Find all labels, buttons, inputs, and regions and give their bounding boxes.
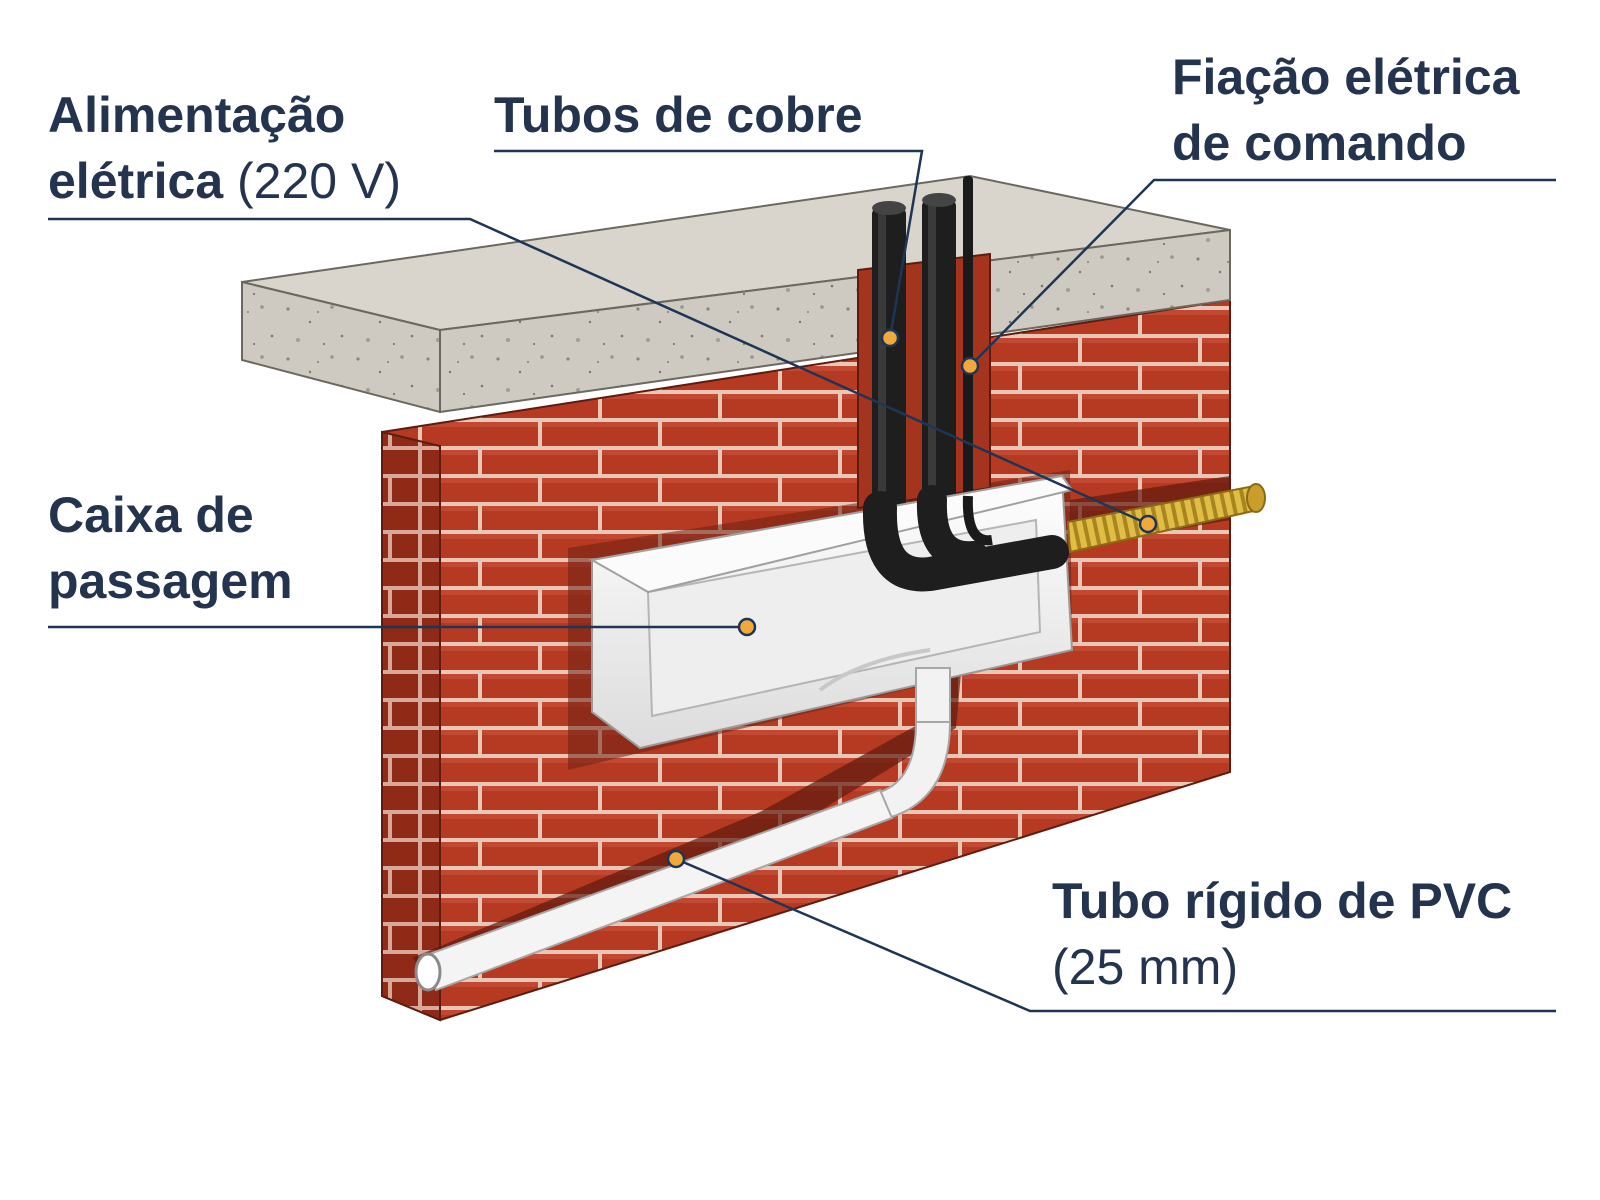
dot-tubos: [880, 328, 900, 348]
label-caixa-de-passagem: Caixa de passagem: [48, 482, 293, 614]
insulated-tube-right: [922, 200, 956, 500]
dot-fiacao: [960, 356, 980, 376]
box-drain: [818, 648, 931, 692]
tube-bends: [862, 491, 1069, 592]
label-alimentacao-voltage: (220 V): [237, 153, 401, 209]
label-pvc-line1: Tubo rígido de PVC: [1052, 873, 1513, 929]
slab-left: [241, 280, 441, 414]
leader-alimentacao: [48, 217, 1149, 526]
label-tubos-de-cobre: Tubos de cobre: [494, 82, 863, 148]
label-alimentacao-line1: Alimentação: [48, 87, 346, 143]
junction-box: [589, 474, 1074, 750]
leader-lines: [48, 149, 1556, 1013]
label-fiacao-line1: Fiação elétrica: [1172, 49, 1520, 105]
label-caixa-line1: Caixa de: [48, 487, 254, 543]
label-alimentacao-line2: elétrica (220 V): [48, 148, 401, 214]
control-wire: [963, 176, 973, 496]
brick-wall-left-side: [381, 430, 441, 1022]
copper-tubes: [872, 176, 973, 508]
pvc-riser: [915, 667, 951, 729]
label-alimentacao-line2-bold: elétrica: [48, 153, 224, 209]
insulated-tube-left: [872, 208, 906, 508]
label-fiacao-eletrica: Fiação elétrica de comando: [1172, 44, 1519, 176]
dot-caixa: [737, 617, 757, 637]
corrugated-conduit: [1066, 483, 1266, 554]
label-tubos-line1: Tubos de cobre: [494, 87, 863, 143]
leader-pvc: [675, 857, 1556, 1013]
label-pvc-line2: (25 mm): [1052, 939, 1239, 995]
leader-fiacao: [969, 178, 1556, 367]
label-tubo-rigido-pvc: Tubo rígido de PVC (25 mm): [1052, 868, 1512, 1000]
dot-alimentacao: [1138, 514, 1158, 534]
label-fiacao-line2: de comando: [1172, 115, 1467, 171]
label-caixa-line2: passagem: [48, 553, 293, 609]
label-alimentacao-eletrica: Alimentação elétrica (220 V): [48, 82, 401, 214]
pvc-opening: [414, 952, 442, 992]
dot-pvc: [666, 849, 686, 869]
pvc-tube: [414, 667, 952, 992]
leader-tubos: [494, 149, 924, 339]
callout-dots: [666, 328, 1158, 869]
